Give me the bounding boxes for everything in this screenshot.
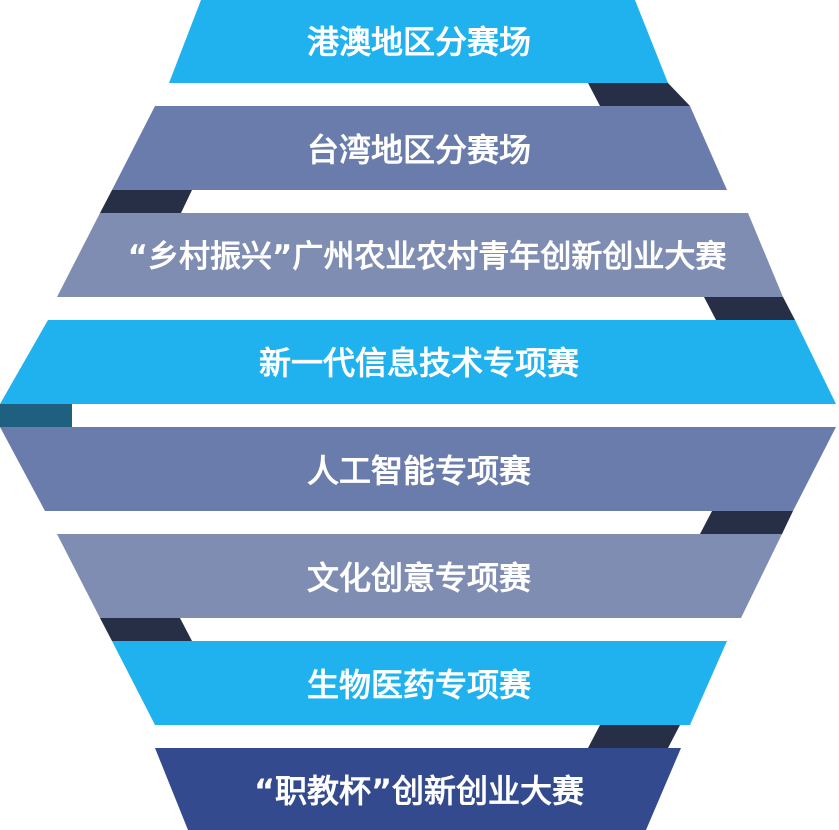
band-biomedicine: 生物医药专项赛 xyxy=(112,641,727,725)
connector-1-2 xyxy=(588,83,690,106)
band-vocational-cup: “职教杯”创新创业大赛 xyxy=(155,748,681,830)
band-shape xyxy=(155,748,681,830)
connector-3-4 xyxy=(704,297,795,320)
band-label: 人工智能专项赛 xyxy=(307,452,532,490)
connectors xyxy=(0,83,795,748)
band-label: 港澳地区分赛场 xyxy=(307,23,531,61)
band-label: “职教杯”创新创业大赛 xyxy=(254,772,585,810)
band-cultural-creativity: 文化创意专项赛 xyxy=(57,534,782,618)
band-rural-revitalization: “乡村振兴”广州农业农村青年创新创业大赛 xyxy=(57,213,783,297)
band-shape xyxy=(57,534,782,618)
band-hk-macao: 港澳地区分赛场 xyxy=(169,0,668,83)
band-shape xyxy=(112,641,727,725)
connector-2-3 xyxy=(100,190,192,213)
band-shape xyxy=(57,213,783,297)
band-label: 生物医药专项赛 xyxy=(307,666,532,704)
band-label: 文化创意专项赛 xyxy=(307,559,532,597)
connector-6-7 xyxy=(100,618,192,641)
band-next-gen-it: 新一代信息技术专项赛 xyxy=(0,320,836,404)
band-taiwan: 台湾地区分赛场 xyxy=(112,106,727,190)
band-label: “乡村振兴”广州农业农村青年创新创业大赛 xyxy=(128,239,728,275)
band-shape xyxy=(112,106,727,190)
band-shape xyxy=(0,427,836,511)
connector-7-8 xyxy=(588,725,680,748)
band-label: 台湾地区分赛场 xyxy=(307,131,531,169)
band-shape xyxy=(0,320,836,404)
connector-4-5 xyxy=(0,404,72,427)
band-ai: 人工智能专项赛 xyxy=(0,427,836,511)
band-shape xyxy=(169,0,668,83)
band-label: 新一代信息技术专项赛 xyxy=(259,344,580,382)
connector-5-6 xyxy=(700,511,793,534)
